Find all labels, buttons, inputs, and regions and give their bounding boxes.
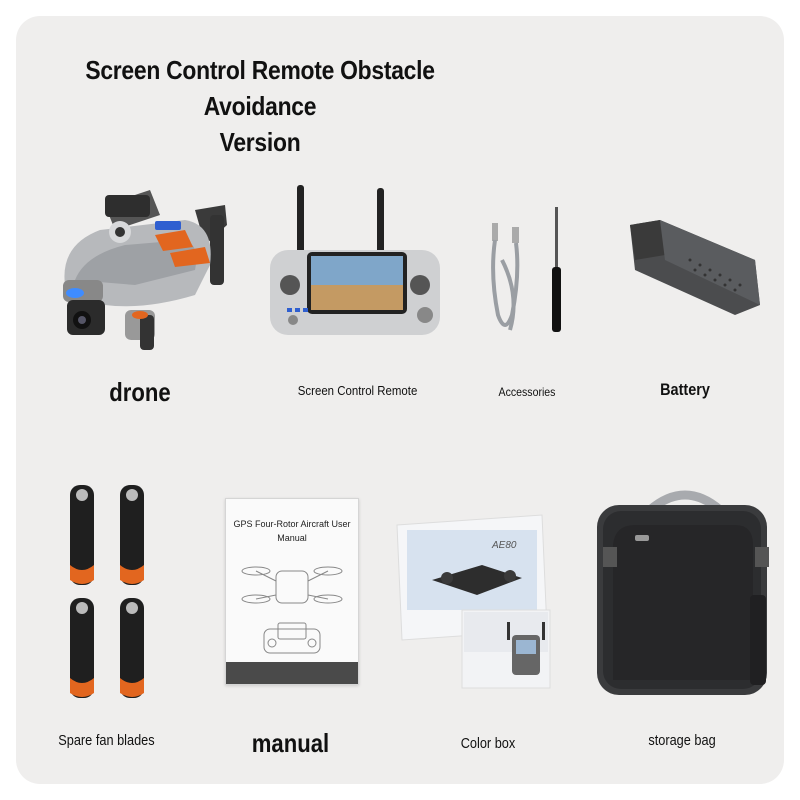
battery-image [615,215,765,325]
manual-image: GPS Four-Rotor Aircraft User Manual [225,498,359,685]
title-line-1: Screen Control Remote Obstacle Avoidance [85,55,435,121]
remote-image [265,180,445,345]
manual-label: manual [251,728,330,758]
color-box-label: Color box [460,735,516,752]
manual-footer [226,662,358,684]
drone-label: drone [109,377,171,407]
fan-blades-label: Spare fan blades [58,732,155,749]
fan-blades-image [60,480,170,705]
title-line-2: Version [219,127,301,157]
battery-label: Battery [660,380,710,399]
manual-title-line-1: GPS Four-Rotor Aircraft User [233,519,351,529]
accessories-label: Accessories [498,385,556,399]
manual-title-line-2: Manual [277,533,307,543]
accessories-image [480,205,590,340]
remote-label: Screen Control Remote [297,383,418,398]
color-box-image: AE80 [392,510,557,695]
drone-image [45,185,235,360]
box-brand: AE80 [491,540,517,551]
page-title: Screen Control Remote Obstacle Avoidance… [40,52,480,160]
storage-bag-image [595,485,775,700]
storage-bag-label: storage bag [648,732,716,749]
